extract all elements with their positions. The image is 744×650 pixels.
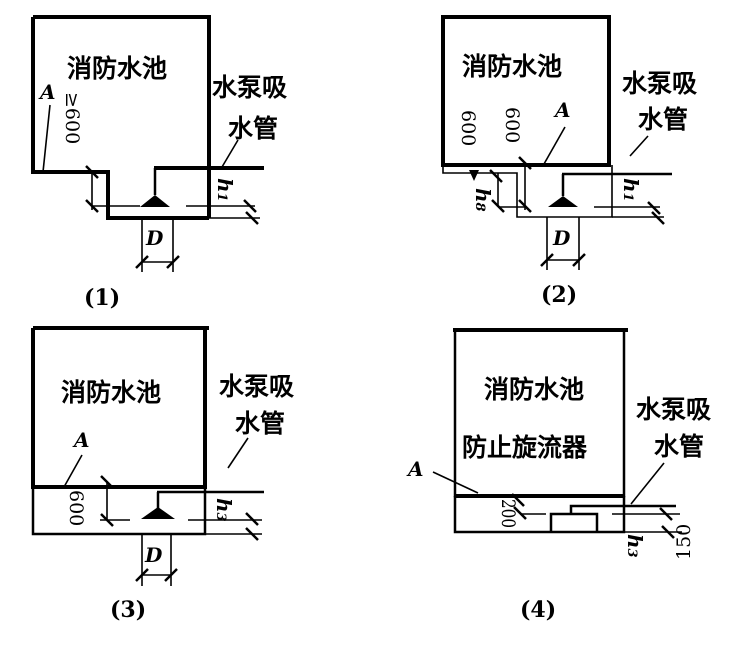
dim-tick (540, 253, 554, 267)
tank-outline (453, 330, 626, 498)
caption: (3) (110, 597, 146, 623)
dim-d: D (552, 226, 571, 250)
caption: (2) (541, 282, 577, 308)
dim-tick (651, 211, 665, 225)
dim-tick (647, 201, 661, 215)
pipe-label: 水管 (654, 432, 704, 461)
dim-tick (513, 506, 527, 520)
point-a-label: A (72, 428, 90, 452)
dim-tick (164, 568, 178, 582)
caption: (1) (84, 285, 120, 311)
dim-h1: h1 (213, 178, 237, 202)
pipe-label: 水泵吸 (212, 73, 287, 102)
tank-outline (31, 328, 207, 489)
bell-mouth-icon (548, 196, 578, 207)
panel-2: 消防水池 水泵吸 水管 A 600 600 h8 h1 D (2) (441, 15, 697, 308)
dim-d: D (145, 226, 164, 250)
dim-tick (511, 493, 525, 507)
leader-line (42, 104, 51, 173)
leader-line (629, 135, 649, 157)
pipe-label: 水泵吸 (622, 69, 697, 98)
pipe-label: 水管 (235, 409, 285, 438)
dim-150: 150 (673, 524, 695, 560)
bell-mouth-icon (141, 507, 175, 519)
point-a-label: A (38, 80, 56, 104)
bell-mouth-icon (140, 195, 170, 207)
pipe-label: 水管 (638, 105, 688, 134)
dim-tick (245, 512, 259, 526)
leader-line (630, 462, 665, 505)
pipe-label: 水泵吸 (636, 395, 711, 424)
panel-1: 消防水池 水泵吸 水管 A ≥600 h1 D (1) (31, 15, 287, 311)
sump-outline (31, 487, 207, 536)
panel-4: 消防水池 防止旋流器 水泵吸 水管 A 200 150 h3 (4) (406, 328, 711, 623)
suction-pipe (569, 504, 676, 514)
dim-min-600: ≥600 (61, 92, 83, 144)
dim-h1: h1 (619, 178, 643, 202)
dim-600-right: 600 (501, 107, 523, 143)
point-a-label: A (406, 457, 424, 481)
dim-tick (100, 513, 114, 527)
dim-tick (243, 199, 257, 213)
leader-line (221, 139, 239, 168)
dim-tick (518, 199, 532, 213)
dim-tick (661, 525, 675, 539)
leader-line (227, 437, 249, 469)
tank-label: 消防水池 (67, 54, 167, 83)
panel-3: 消防水池 水泵吸 水管 A 600 h3 D (3) (31, 326, 294, 623)
arrow-icon (469, 170, 479, 181)
dim-600-left: 600 (457, 110, 479, 146)
dim-tick (572, 253, 586, 267)
dim-600: 600 (65, 490, 87, 526)
leader-line (543, 126, 566, 165)
dim-tick (659, 507, 673, 521)
sump-outline (442, 165, 613, 218)
dim-tick (85, 199, 99, 213)
tank-label: 消防水池 (484, 375, 584, 404)
dim-tick (245, 527, 259, 541)
dim-tick (491, 199, 505, 213)
device-label: 防止旋流器 (462, 433, 588, 462)
dim-tick (100, 475, 114, 489)
dim-h3: h3 (623, 534, 647, 558)
pipe-label: 水泵吸 (219, 372, 294, 401)
pipe-label: 水管 (228, 114, 278, 143)
point-a-label: A (553, 98, 571, 122)
dim-tick (166, 255, 180, 269)
leader-line (63, 454, 83, 488)
leader-line (432, 471, 479, 494)
tank-outline (31, 15, 211, 220)
anti-vortex-device (549, 512, 599, 532)
dim-tick (135, 255, 149, 269)
tank-label: 消防水池 (462, 52, 562, 81)
dim-tick (85, 165, 99, 179)
dim-tick (135, 568, 149, 582)
dim-d: D (144, 543, 163, 567)
dim-tick (245, 211, 259, 225)
dim-tick (518, 156, 532, 170)
dim-h3: h3 (212, 498, 236, 522)
dim-h8: h8 (471, 188, 495, 212)
caption: (4) (520, 597, 556, 623)
dim-200: 200 (496, 499, 518, 528)
tank-label: 消防水池 (61, 378, 161, 407)
dim-tick (489, 169, 503, 183)
